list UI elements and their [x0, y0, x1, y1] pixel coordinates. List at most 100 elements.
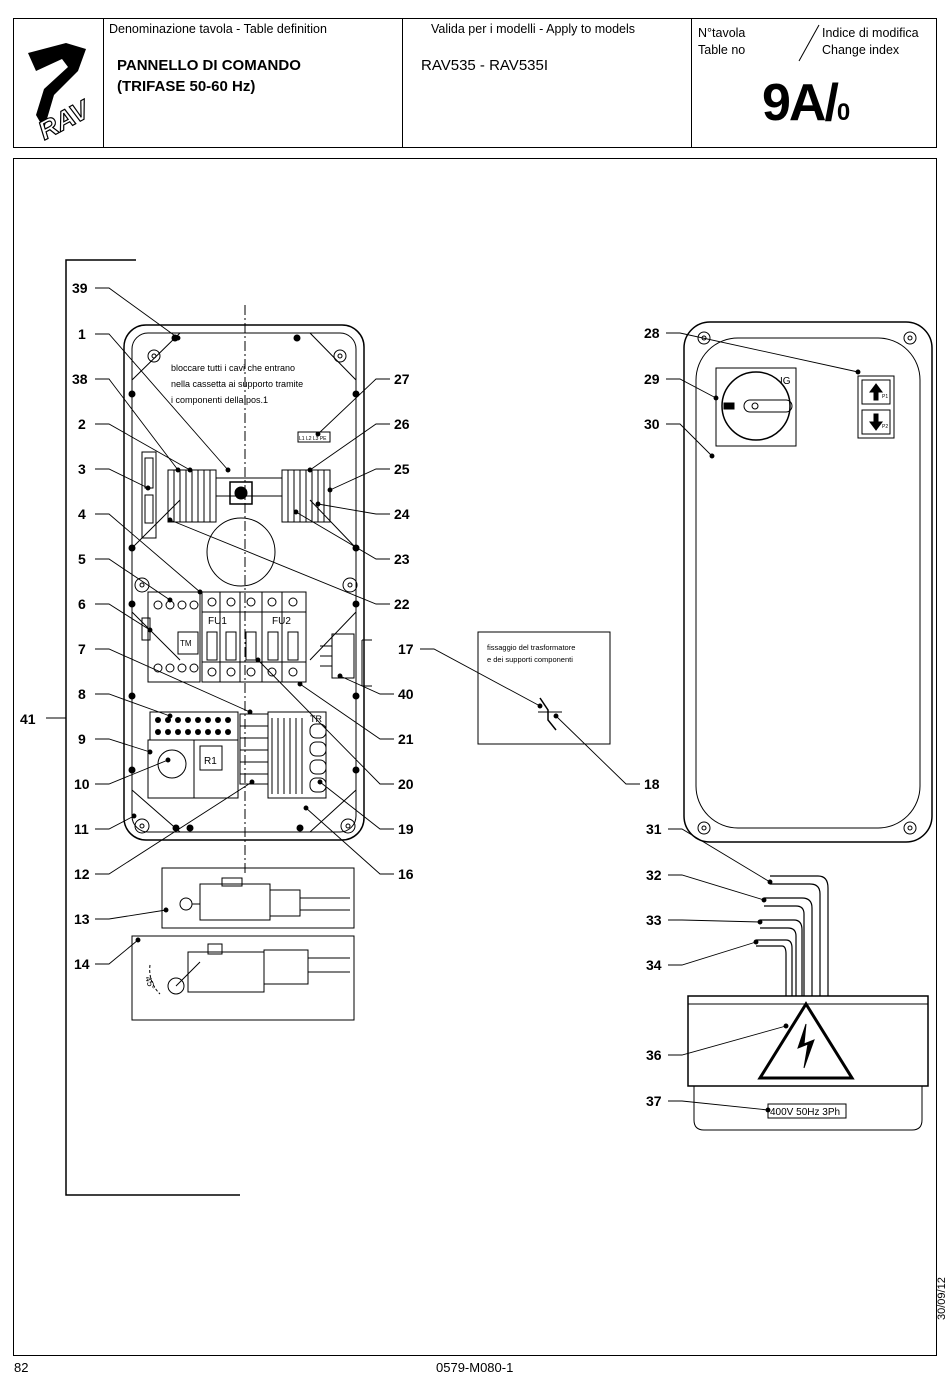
- right-leader-tip-40: [337, 673, 343, 679]
- change-index-it: Indice di modifica: [822, 26, 919, 40]
- lid-callout-28: 28: [644, 325, 660, 341]
- right-leader-25: [329, 468, 390, 491]
- definition-caption: Denominazione tavola - Table definition: [109, 22, 327, 36]
- main-switch-handle: [743, 399, 793, 413]
- left-callout-13: 13: [74, 911, 90, 927]
- lid-callout-36: 36: [646, 1047, 662, 1063]
- rav-logo: RAV: [28, 43, 97, 146]
- lid-leader-37: [668, 1100, 769, 1111]
- contactor-terminals: [153, 600, 199, 673]
- right-leader-tip-21: [297, 681, 303, 687]
- left-leader-1: [95, 333, 229, 471]
- right-callout-27: 27: [394, 371, 410, 387]
- fuse-holders: [201, 591, 307, 683]
- high-voltage-icon: [797, 1023, 815, 1069]
- lid-screws: [697, 331, 917, 835]
- right-leader-24: [317, 503, 390, 515]
- right-leader-18: [555, 715, 640, 785]
- table-number-cell: N°tavola Table no Indice di modifica Cha…: [692, 19, 938, 147]
- right-callout-18: 18: [644, 776, 660, 792]
- right-leader-tip-27: [315, 431, 321, 437]
- right-leader-tip-25: [327, 487, 333, 493]
- title-block: RAV Denominazione tavola - Table definit…: [13, 18, 937, 148]
- lid-leader-28: [666, 332, 859, 373]
- lid-callout-31: 31: [646, 821, 662, 837]
- relay-label-r1: R1: [204, 756, 217, 767]
- left-leader-2: [95, 423, 191, 471]
- cables: [756, 875, 829, 996]
- button-label-p1: P1: [882, 394, 888, 400]
- left-leader-tip-10: [165, 757, 171, 763]
- left-leader-tip-14: [135, 937, 141, 943]
- left-leader-4: [95, 513, 201, 593]
- left-leader-8: [95, 693, 171, 717]
- left-callout-10: 10: [74, 776, 90, 792]
- lid-callout-37: 37: [646, 1093, 662, 1109]
- lid-leader-tip-28: [855, 369, 861, 375]
- page-number: 82: [14, 1360, 29, 1375]
- right-leader-22: [169, 519, 390, 605]
- left-callout-9: 9: [78, 731, 86, 747]
- fuse-label-fu1: FU1: [208, 616, 227, 627]
- right-callout-22: 22: [394, 596, 410, 612]
- models-caption: Valida per i modelli - Apply to models: [431, 22, 636, 36]
- lid-callout-30: 30: [644, 416, 660, 432]
- terminal-strip-label: L1 L2 L3 PE: [299, 436, 327, 442]
- models-text: RAV535 - RAV535I: [421, 57, 549, 74]
- side-date: 30/09/12: [936, 1277, 948, 1320]
- lid-leader-tip-34: [753, 939, 759, 945]
- left-leader-tip-2: [187, 467, 193, 473]
- divider-slash: [798, 24, 820, 62]
- main-switch-knob: [721, 371, 791, 441]
- junction-box: [687, 995, 929, 1087]
- panel-enclosure: [123, 324, 365, 841]
- callout-41: 41: [20, 711, 36, 727]
- right-leader-27: [317, 378, 390, 435]
- lid-leader-32: [668, 874, 765, 901]
- lid-leader-30: [666, 423, 713, 457]
- left-leader-tip-39: [175, 335, 181, 341]
- cable-note-line-1: bloccare tutti i cavi che entrano: [171, 363, 295, 373]
- change-number-value: 0: [836, 99, 850, 126]
- left-leader-3: [95, 468, 149, 489]
- right-leader-tip-18: [553, 713, 559, 719]
- left-leader-tip-38: [175, 467, 181, 473]
- left-callout-12: 12: [74, 866, 90, 882]
- right-callout-19: 19: [398, 821, 414, 837]
- right-leader-17: [420, 648, 541, 707]
- lid-leader-tip-30: [709, 453, 715, 459]
- left-leader-6: [95, 603, 151, 631]
- lid-leader-tip-32: [761, 897, 767, 903]
- left-callout-14: 14: [74, 956, 90, 972]
- left-leader-10: [95, 759, 169, 785]
- right-callout-26: 26: [394, 416, 410, 432]
- left-callout-5: 5: [78, 551, 86, 567]
- callout-labels: 3913823456789101112131427262524232217402…: [72, 280, 662, 1109]
- lid-callout-34: 34: [646, 957, 662, 973]
- timer-relay: [147, 739, 195, 799]
- title-line-2: (TRIFASE 50-60 Hz): [117, 78, 256, 95]
- up-arrow-icon: [869, 383, 883, 401]
- left-leader-tip-6: [147, 627, 153, 633]
- right-leader-19: [319, 781, 394, 830]
- main-switch-plate: [715, 367, 797, 447]
- left-callout-3: 3: [78, 461, 86, 477]
- transformer-note-line-2: e dei supporti componenti: [487, 655, 573, 664]
- right-leader-23: [295, 511, 390, 560]
- right-leader-tip-26: [307, 467, 313, 473]
- left-leader-tip-8: [167, 713, 173, 719]
- right-leader-40: [339, 675, 394, 695]
- left-leader-39: [95, 287, 179, 339]
- left-callout-4: 4: [78, 506, 86, 522]
- panel-inner-border: [131, 332, 357, 833]
- cable-note-line-3: i componenti della pos.1: [171, 395, 268, 405]
- lid-callout-32: 32: [646, 867, 662, 883]
- right-leader-tip-20: [255, 657, 261, 663]
- table-number-value: 9A/: [762, 74, 839, 132]
- right-callout-24: 24: [394, 506, 410, 522]
- lid-callout-33: 33: [646, 912, 662, 928]
- left-callout-2: 2: [78, 416, 86, 432]
- right-callout-20: 20: [398, 776, 414, 792]
- lid-leader-29: [666, 378, 717, 399]
